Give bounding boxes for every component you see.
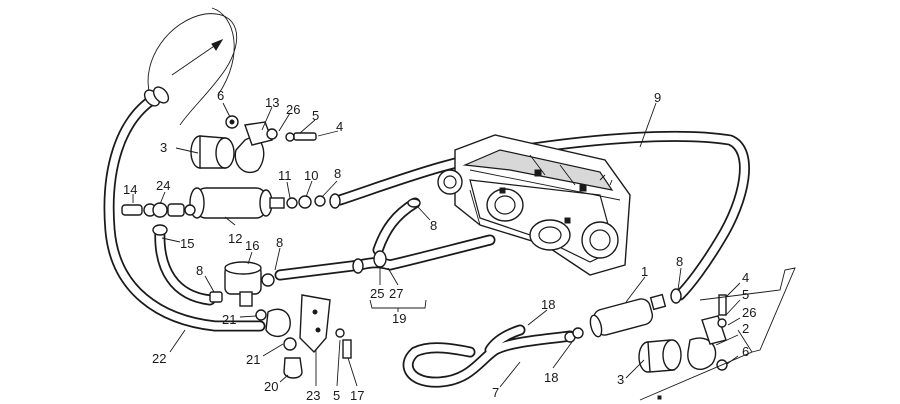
callout-8b: 8 bbox=[276, 235, 283, 250]
callout-4b: 4 bbox=[742, 270, 749, 285]
bracket-group-bottom bbox=[638, 294, 728, 373]
callout-labels: 6 13 26 5 4 3 11 10 8 9 14 24 12 15 16 8… bbox=[123, 88, 756, 403]
hose-upper-branch bbox=[372, 197, 421, 256]
hose-9 bbox=[334, 130, 750, 301]
hose-22 bbox=[103, 92, 266, 332]
callout-13a: 13 bbox=[265, 95, 279, 110]
callout-11: 11 bbox=[278, 168, 292, 183]
hose-15 bbox=[154, 224, 216, 306]
callout-26a: 26 bbox=[286, 102, 300, 117]
lower-left-parts bbox=[255, 294, 352, 379]
callout-9: 9 bbox=[654, 90, 661, 105]
callout-27: 27 bbox=[389, 286, 403, 301]
callout-25: 25 bbox=[370, 286, 384, 301]
callout-24: 24 bbox=[156, 178, 170, 193]
callout-4a: 4 bbox=[336, 119, 343, 134]
callout-6b: 6 bbox=[742, 344, 749, 359]
callout-5c: 5 bbox=[742, 287, 749, 302]
fuel-pump-1 bbox=[564, 293, 667, 343]
callout-18b: 18 bbox=[544, 370, 558, 385]
callout-8c: 8 bbox=[196, 263, 203, 278]
callout-18a: 18 bbox=[541, 297, 555, 312]
regulator-16 bbox=[209, 261, 275, 307]
callout-21a: 21 bbox=[222, 312, 236, 327]
callout-17: 17 bbox=[350, 388, 364, 403]
callout-8e: 8 bbox=[676, 254, 683, 269]
callout-7: 7 bbox=[492, 385, 499, 400]
callout-2: 2 bbox=[742, 321, 749, 336]
callout-14: 14 bbox=[123, 182, 137, 197]
bracket-group-top bbox=[190, 115, 317, 174]
callout-22: 22 bbox=[152, 351, 166, 366]
hose-clamps bbox=[143, 86, 682, 304]
callout-5b: 5 bbox=[333, 388, 340, 403]
callout-20: 20 bbox=[264, 379, 278, 394]
callout-10: 10 bbox=[304, 168, 318, 183]
callout-5a: 5 bbox=[312, 108, 319, 123]
callout-23: 23 bbox=[306, 388, 320, 403]
carburettor-assembly bbox=[437, 134, 631, 276]
callout-6a: 6 bbox=[217, 88, 224, 103]
callout-21b: 21 bbox=[246, 352, 260, 367]
fuel-pump-12 bbox=[189, 187, 326, 219]
leader-lines bbox=[132, 102, 741, 388]
filter-group-14 bbox=[121, 202, 196, 218]
callout-15: 15 bbox=[180, 236, 194, 251]
callout-3b: 3 bbox=[617, 372, 624, 387]
top-loop-hose bbox=[147, 7, 238, 126]
hose-7 bbox=[402, 324, 576, 388]
bracket-19-brace bbox=[369, 299, 427, 312]
callout-26b: 26 bbox=[742, 305, 756, 320]
callout-12: 12 bbox=[228, 231, 242, 246]
callout-8d: 8 bbox=[430, 218, 437, 233]
callout-16: 16 bbox=[245, 238, 259, 253]
callout-1: 1 bbox=[641, 264, 648, 279]
callout-19: 19 bbox=[392, 311, 406, 326]
callout-3a: 3 bbox=[160, 140, 167, 155]
hose-mid bbox=[274, 234, 496, 281]
callout-8a: 8 bbox=[334, 166, 341, 181]
frame-edge-lines bbox=[639, 267, 796, 401]
